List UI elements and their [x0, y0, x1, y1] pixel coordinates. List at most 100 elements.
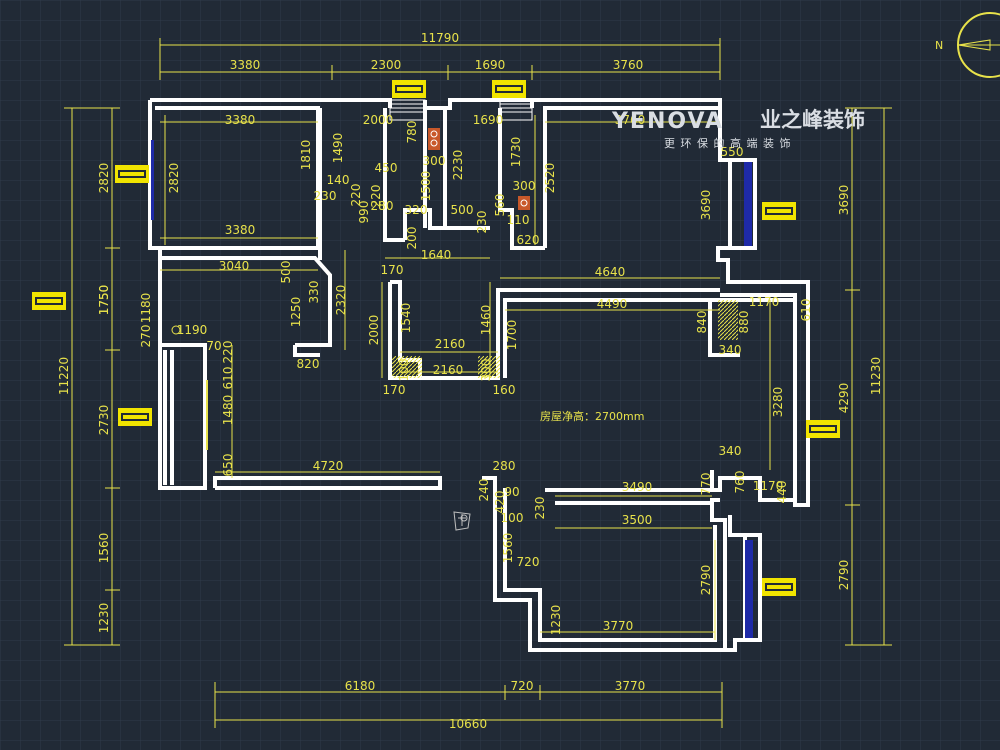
dim-interior-label: 1170 [753, 479, 784, 493]
window-symbols [32, 80, 840, 596]
dim-interior-label: 170 [381, 263, 404, 277]
dim-interior-label: 500 [451, 203, 474, 217]
dim-interior-label: 100 [397, 359, 411, 382]
dim-interior-label: 3760 [615, 113, 646, 127]
north-compass [957, 12, 1000, 78]
dim-interior-label: 720 [517, 555, 540, 569]
dim-interior-label: 320 [405, 203, 428, 217]
pipe-markers [171, 128, 530, 335]
dim-right-total: 11230 [869, 357, 883, 395]
dim-interior-label: 340 [719, 343, 742, 357]
dim-interior-label: 1230 [549, 605, 563, 636]
dim-bottom-total: 10660 [449, 717, 487, 731]
brand-slogan: 更 环 保 的 高 端 装 饰 [664, 136, 791, 150]
dim-interior-label: 160 [493, 383, 516, 397]
dim-interior-label: 3490 [622, 480, 653, 494]
dim-interior-label: 880 [737, 311, 751, 334]
dim-interior-label: 1540 [399, 303, 413, 334]
dim-interior-label: 610 [221, 367, 235, 390]
dim-interior-label: 230 [314, 189, 337, 203]
dim-interior-label: 330 [307, 281, 321, 304]
dim-interior-label: 550 [721, 145, 744, 159]
dim-interior-label: 1730 [509, 137, 523, 168]
dim-interior-label: 1500 [419, 171, 433, 202]
dim-top-segment: 3380 [230, 58, 261, 72]
dim-interior-label: 440 [775, 481, 789, 504]
dim-interior-label: 450 [375, 161, 398, 175]
dim-top-segment: 3760 [613, 58, 644, 72]
dim-interior-label: 2160 [435, 337, 466, 351]
dim-interior-label: 610 [799, 299, 813, 322]
dim-interior-label: 760 [733, 471, 747, 494]
dim-left-segment: 1230 [97, 603, 111, 634]
dim-interior-label: 420 [493, 491, 507, 514]
dim-left-segment: 1750 [97, 285, 111, 316]
dim-interior-label: 770 [699, 473, 713, 496]
dim-interior-label: 340 [719, 444, 742, 458]
dim-interior-label: 2160 [433, 363, 464, 377]
dim-interior-label: 2230 [451, 150, 465, 181]
walls [148, 98, 810, 652]
dim-interior-label: 1490 [331, 133, 345, 164]
structural-columns [392, 300, 738, 378]
dim-interior-label: 1190 [177, 323, 208, 337]
dim-bottom-segment: 720 [511, 679, 534, 693]
dim-left-segment: 2730 [97, 405, 111, 436]
dim-interior-label: 1480 [221, 395, 235, 426]
dim-interior-label: 230 [475, 211, 489, 234]
figure-symbol [453, 511, 471, 531]
dim-interior-label: 1170 [749, 295, 780, 309]
dim-interior-label: 3040 [219, 259, 250, 273]
dim-left-total: 11220 [57, 357, 71, 395]
dim-interior-label: 3770 [603, 619, 634, 633]
dim-interior-label: 1640 [421, 248, 452, 262]
dim-right-segment: 2790 [837, 560, 851, 591]
dim-interior-label: 300 [513, 179, 536, 193]
dim-interior-label: 4720 [313, 459, 344, 473]
dim-interior-label: 2320 [334, 285, 348, 316]
dim-bottom-segment: 6180 [345, 679, 376, 693]
brand-logo-text: YENOVA [611, 109, 724, 134]
dim-bottom-segment: 3770 [615, 679, 646, 693]
dim-interior-label: 1810 [299, 140, 313, 171]
dimension-lines [64, 38, 892, 728]
dim-interior-label: 2000 [367, 315, 381, 346]
dim-interior-label: 270 [139, 325, 153, 348]
dim-interior-label: 240 [477, 479, 491, 502]
dim-interior-label: 4640 [595, 265, 626, 279]
dim-interior-label: 170 [383, 383, 406, 397]
dim-interior-label: 200 [405, 227, 419, 250]
dim-interior-label: 3380 [225, 223, 256, 237]
dim-right-segment: 4290 [837, 383, 851, 414]
dim-interior-label: 1560 [501, 533, 515, 564]
windows [151, 140, 753, 638]
dim-interior-label: 4490 [597, 297, 628, 311]
dim-interior-label: 840 [695, 311, 709, 334]
dim-interior-label: 300 [423, 154, 446, 168]
dim-interior-label: 100 [501, 511, 524, 525]
dim-interior-label: 140 [327, 173, 350, 187]
dim-interior-label: 1460 [479, 305, 493, 336]
dim-interior-label: 300 [479, 359, 493, 382]
dim-interior-label: 780 [405, 121, 419, 144]
dim-interior-label: 1700 [505, 320, 519, 351]
dim-interior-label: 230 [533, 497, 547, 520]
dim-right-segment: 3690 [837, 185, 851, 216]
dim-interior-label: 820 [297, 357, 320, 371]
room-height-note: 房屋净高：2700mm [540, 409, 644, 423]
dim-interior-label: 1250 [289, 297, 303, 328]
dim-interior-label: 3280 [771, 387, 785, 418]
dim-interior-label: 220 [221, 341, 235, 364]
brand-watermark: YENOVA 业之峰装饰 更 环 保 的 高 端 装 饰 [611, 108, 865, 150]
dim-interior-label: 2520 [543, 163, 557, 194]
dim-interior-label: 3690 [699, 190, 713, 221]
dim-interior-label: 620 [517, 233, 540, 247]
dim-interior-label: 650 [221, 454, 235, 477]
dim-interior-label: 90 [504, 485, 519, 499]
dim-interior-label: 1750 [97, 285, 111, 316]
dim-top-segment: 1690 [475, 58, 506, 72]
dim-interior-label: 1180 [139, 293, 153, 324]
